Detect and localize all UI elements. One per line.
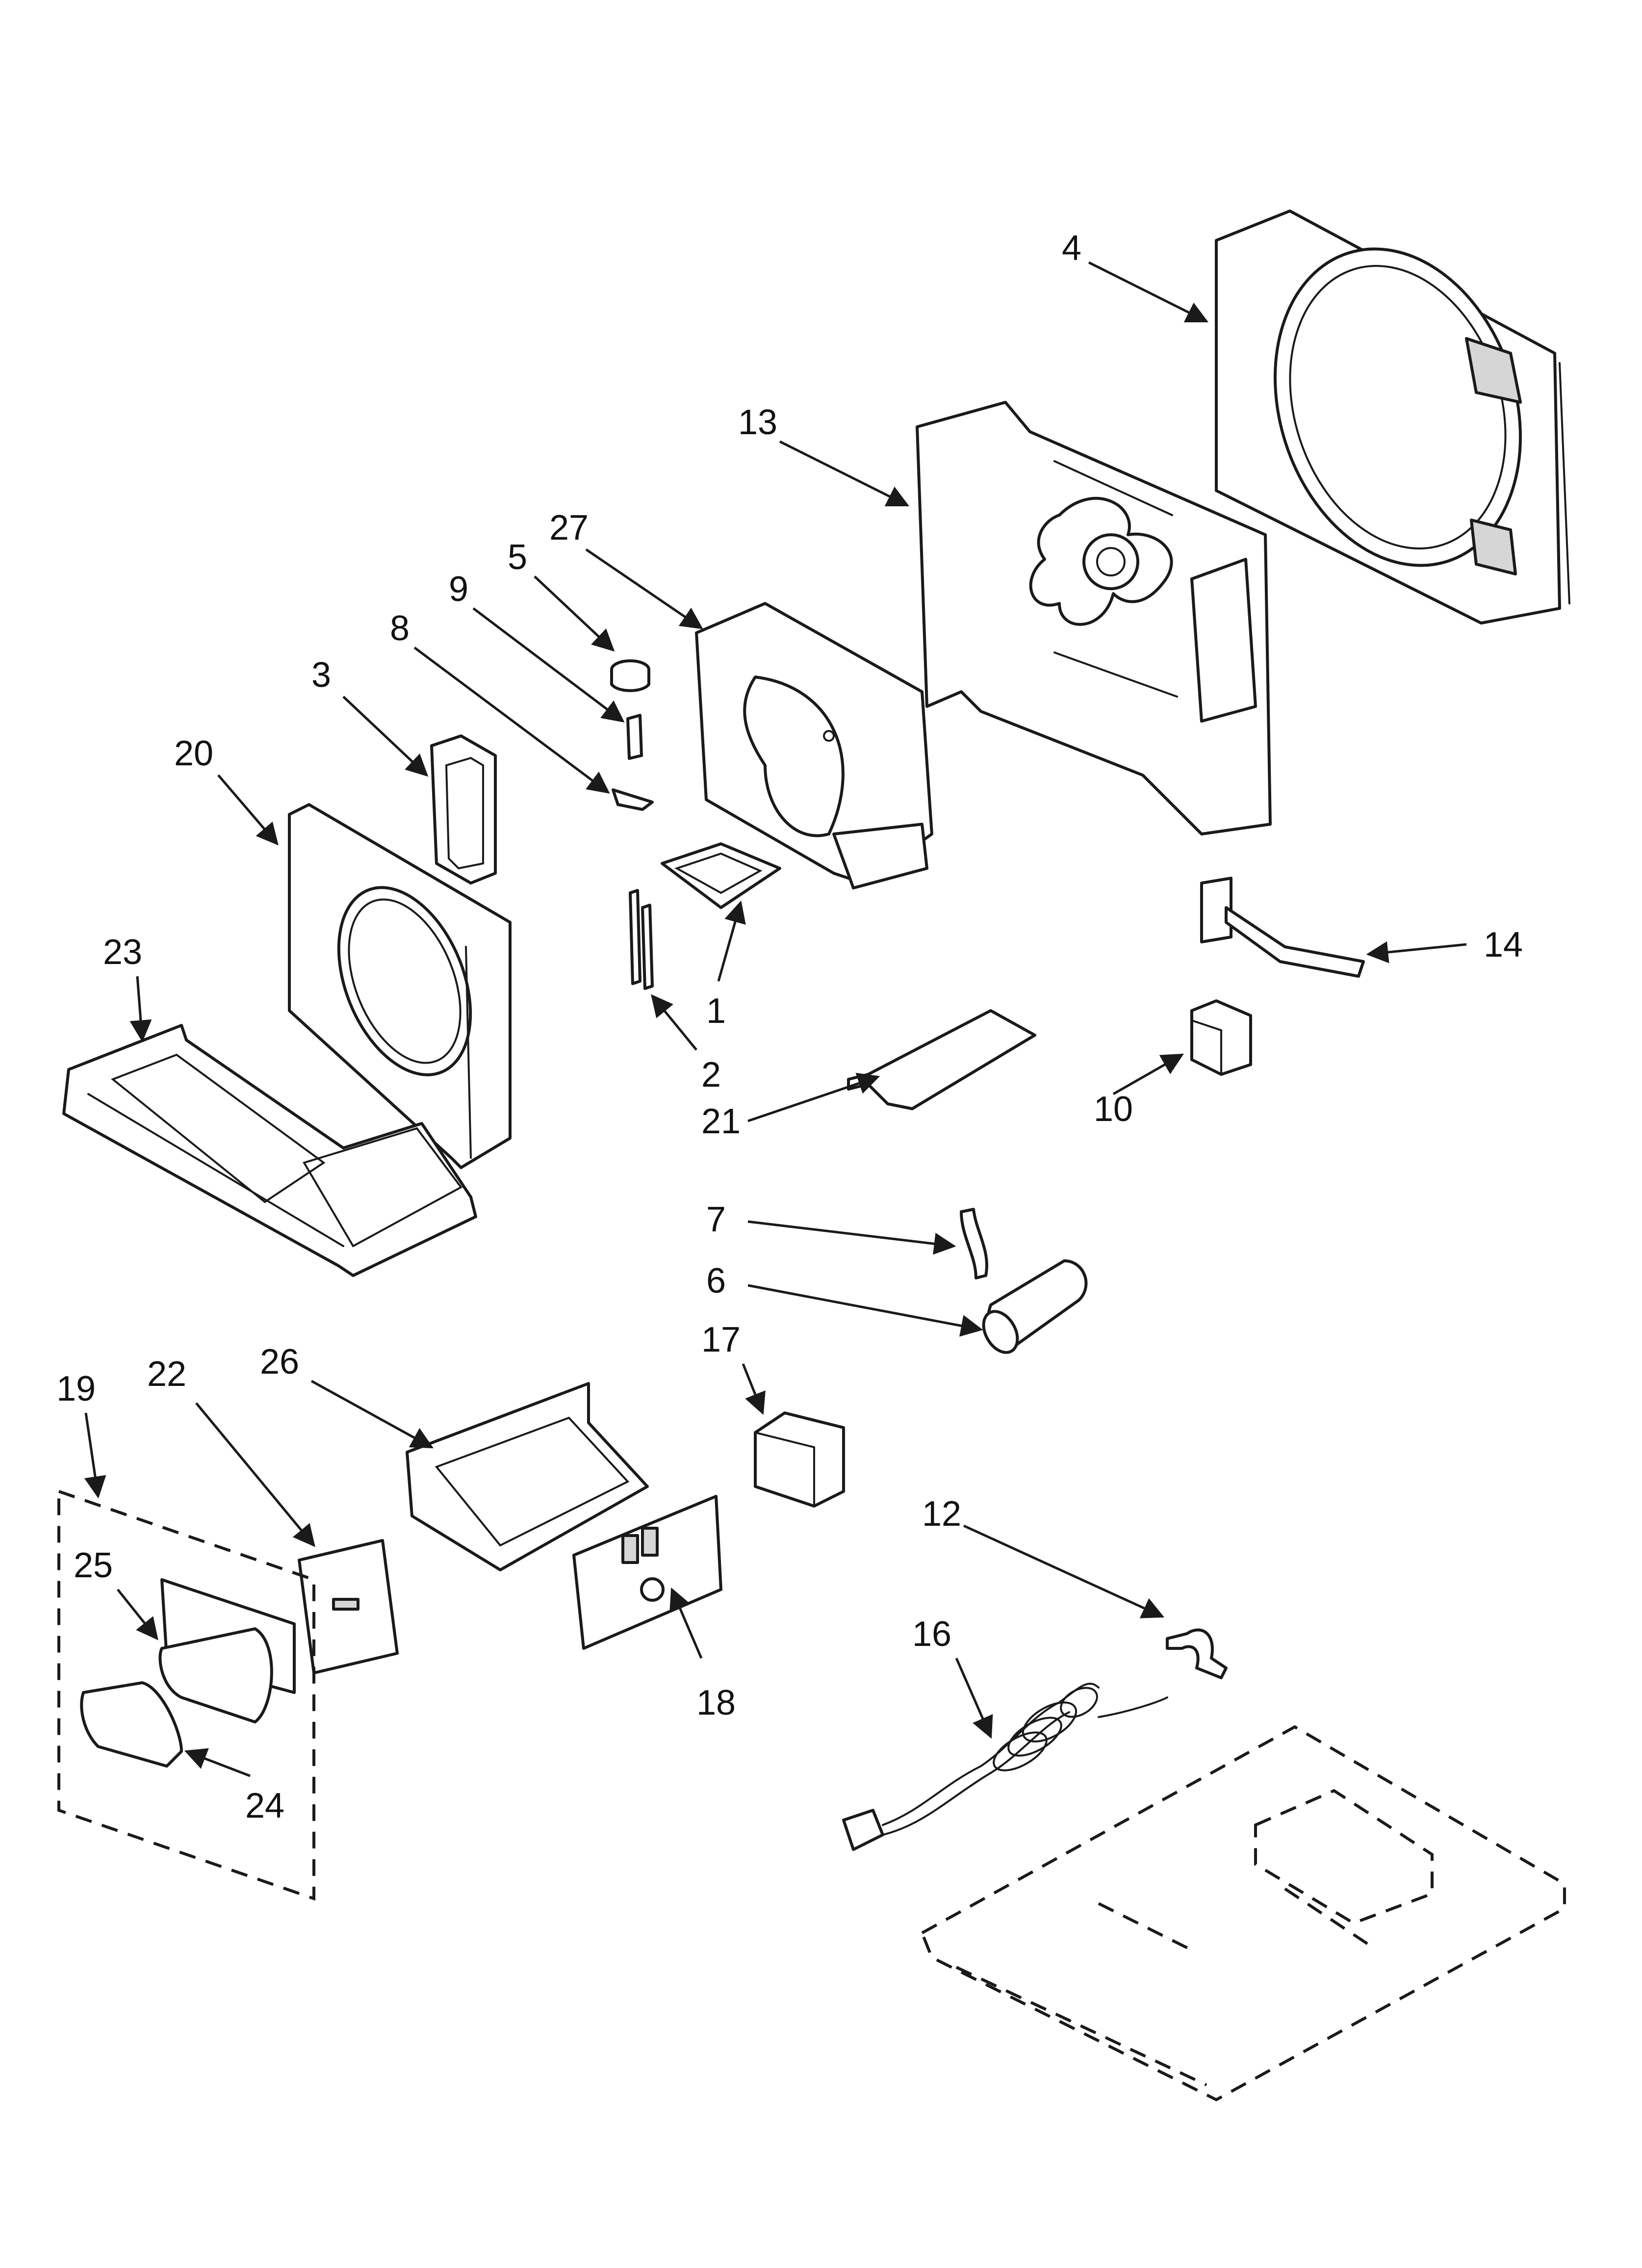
callout-21: 21 xyxy=(701,1102,741,1141)
leader-10 xyxy=(1112,1053,1184,1095)
callout-1: 1 xyxy=(706,991,726,1031)
callout-4: 4 xyxy=(1062,229,1081,268)
part-17-box xyxy=(754,1411,845,1508)
base-chassis-outline xyxy=(920,1725,1566,2102)
callout-5: 5 xyxy=(508,538,527,577)
leader-24 xyxy=(184,1748,251,1777)
part-14-bracket xyxy=(1200,877,1365,978)
leader-12 xyxy=(963,1524,1165,1618)
leader-1 xyxy=(717,900,746,982)
callout-3: 3 xyxy=(311,655,331,695)
part-10-relay xyxy=(1190,999,1252,1076)
part-19-kit-outline xyxy=(57,1489,315,1901)
part-6-capacitor xyxy=(982,1259,1088,1354)
part-2-seal xyxy=(629,889,654,990)
callout-6: 6 xyxy=(706,1261,726,1301)
callout-27: 27 xyxy=(549,508,589,547)
leader-20 xyxy=(217,774,279,846)
leader-17 xyxy=(742,1363,766,1415)
leader-22 xyxy=(195,1402,315,1547)
leader-9 xyxy=(472,607,625,723)
leader-25 xyxy=(117,1589,158,1641)
callout-18: 18 xyxy=(696,1683,736,1722)
leader-21 xyxy=(747,1072,880,1122)
part-27-blower-housing xyxy=(695,602,933,889)
callout-19: 19 xyxy=(56,1369,96,1408)
callout-24: 24 xyxy=(245,1786,284,1825)
leader-7 xyxy=(747,1220,956,1255)
part-16-power-cord xyxy=(842,1682,1168,1851)
leader-4 xyxy=(1088,261,1209,323)
callout-9: 9 xyxy=(449,570,468,609)
callout-14: 14 xyxy=(1484,925,1523,965)
leader-lines xyxy=(84,261,1467,1777)
part-13-partition xyxy=(916,401,1272,835)
callout-2: 2 xyxy=(701,1055,721,1095)
callout-17: 17 xyxy=(701,1320,741,1359)
leader-8 xyxy=(413,646,610,794)
part-26-control-box xyxy=(406,1382,649,1571)
part-9-clip xyxy=(626,714,643,760)
leader-2 xyxy=(651,994,697,1051)
part-21-sheet xyxy=(847,1009,1036,1110)
leader-5 xyxy=(534,575,615,652)
callout-16: 16 xyxy=(912,1615,951,1654)
callout-25: 25 xyxy=(74,1546,113,1585)
part-7-strap xyxy=(960,1208,989,1279)
part-25-knob xyxy=(158,1578,296,1723)
leader-16 xyxy=(955,1657,993,1739)
part-24-knob-cover xyxy=(80,1681,183,1768)
part-20-front-panel xyxy=(288,803,512,1169)
callout-13: 13 xyxy=(738,403,777,442)
part-12-clamp xyxy=(1166,1628,1228,1679)
part-5-cap xyxy=(610,659,650,692)
part-4-orifice-panel xyxy=(1215,209,1570,625)
callout-7: 7 xyxy=(706,1200,726,1239)
leader-13 xyxy=(779,440,910,507)
leader-23 xyxy=(129,976,152,1043)
callout-20: 20 xyxy=(174,734,213,773)
leader-19 xyxy=(84,1412,106,1499)
callout-22: 22 xyxy=(147,1355,186,1394)
part-3-frame xyxy=(430,734,497,885)
callout-8: 8 xyxy=(390,609,410,648)
part-1-pan xyxy=(661,842,781,909)
leader-3 xyxy=(342,696,429,777)
leader-6 xyxy=(747,1284,983,1337)
callout-23: 23 xyxy=(103,933,142,972)
callout-26: 26 xyxy=(260,1342,299,1382)
leader-26 xyxy=(310,1380,434,1449)
leader-27 xyxy=(585,548,703,629)
part-18-control-board xyxy=(572,1495,722,1650)
callout-labels: 4 13 27 5 9 8 3 20 23 1 2 14 10 21 7 6 1… xyxy=(56,229,1523,1825)
leader-18 xyxy=(669,1587,703,1659)
part-23-base-pan xyxy=(62,1024,477,1277)
callout-10: 10 xyxy=(1094,1090,1133,1129)
callout-12: 12 xyxy=(922,1494,961,1534)
leader-14 xyxy=(1366,941,1467,964)
part-22-cover-plate xyxy=(298,1539,399,1674)
part-8-bracket xyxy=(612,788,654,811)
